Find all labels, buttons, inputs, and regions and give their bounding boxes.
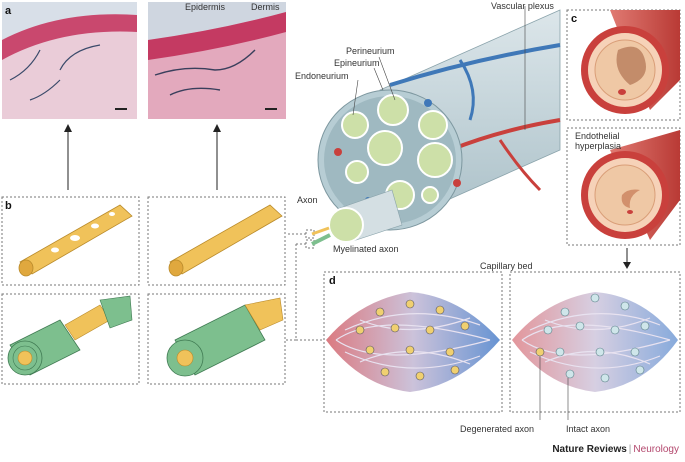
box-vessel-hyperplasia bbox=[566, 127, 681, 246]
panel-label-b: b bbox=[5, 200, 12, 212]
label-dermis: Dermis bbox=[251, 2, 280, 12]
histology-image-neuropathy bbox=[148, 2, 286, 119]
arrow-c-to-d bbox=[623, 248, 631, 269]
panel-label-d: d bbox=[329, 275, 336, 287]
label-epineurium: Epineurium bbox=[334, 58, 380, 68]
label-epidermis: Epidermis bbox=[185, 2, 226, 12]
panel-label-c: c bbox=[571, 13, 578, 25]
peripheral-nerve bbox=[311, 9, 561, 246]
box-capillary-degenerated bbox=[323, 271, 503, 413]
box-degenerated-unmyelinated bbox=[1, 196, 140, 286]
label-axon: Axon bbox=[297, 195, 318, 205]
label-vascular-plexus: Vascular plexus bbox=[491, 1, 554, 11]
label-endoneurium: Endoneurium bbox=[295, 71, 349, 81]
credit-separator: | bbox=[628, 444, 632, 455]
intact-unmyelinated-axon bbox=[168, 204, 283, 277]
box-capillary-intact bbox=[509, 271, 681, 413]
blood-vessel-normal bbox=[581, 10, 680, 114]
arrow-b-to-a-right bbox=[213, 124, 221, 190]
intact-myelinated-axon bbox=[166, 297, 284, 377]
label-perineurium: Perineurium bbox=[346, 46, 395, 56]
capillary-leader-lines bbox=[539, 356, 569, 420]
journal-section: Neurology bbox=[633, 444, 679, 455]
journal-name: Nature Reviews bbox=[552, 444, 627, 455]
blood-vessel-hyperplasia bbox=[581, 130, 680, 240]
capillary-bed-left bbox=[326, 292, 500, 392]
label-degenerated-axon: Degenerated axon bbox=[460, 424, 535, 434]
label-capillary-bed: Capillary bed bbox=[480, 261, 533, 271]
callout-connectors bbox=[286, 229, 322, 341]
fascicles bbox=[341, 94, 453, 210]
histology-image-normal bbox=[2, 2, 137, 119]
capillary-bed-right bbox=[512, 292, 678, 392]
degenerated-unmyelinated-axon bbox=[18, 204, 133, 277]
degenerated-myelinated-axon bbox=[7, 295, 133, 376]
nerve-leader-lines bbox=[352, 6, 526, 130]
box-intact-myelinated bbox=[147, 293, 286, 385]
panel-label-a: a bbox=[5, 5, 12, 17]
box-degenerated-myelinated bbox=[1, 293, 140, 385]
arrow-b-to-a-left bbox=[64, 124, 72, 190]
label-myelinated-axon: Myelinated axon bbox=[333, 244, 399, 254]
label-intact-axon: Intact axon bbox=[566, 424, 611, 434]
label-endothelial-hyperplasia: Endothelial hyperplasia bbox=[575, 131, 622, 151]
box-intact-unmyelinated bbox=[147, 196, 286, 286]
journal-credit: Nature Reviews|Neurology bbox=[552, 444, 679, 455]
